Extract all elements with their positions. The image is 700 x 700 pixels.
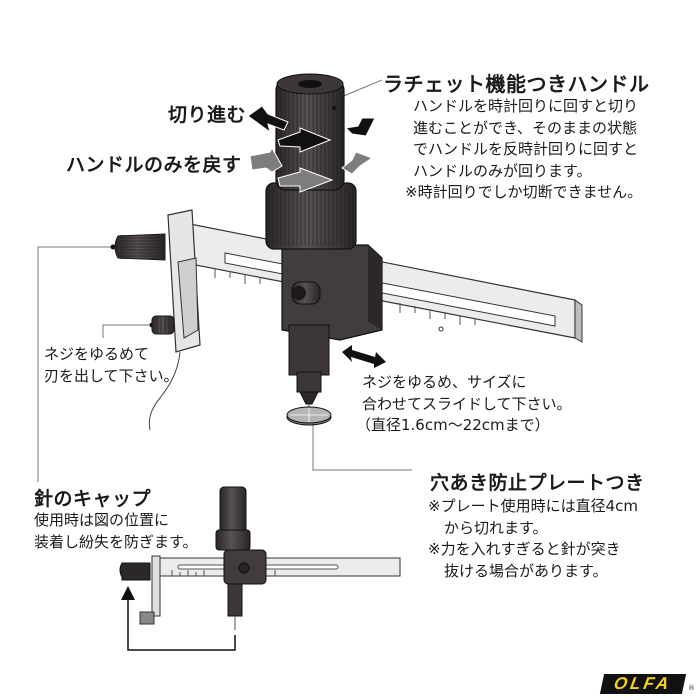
needle-shaft bbox=[288, 324, 330, 412]
plate-heading: 穴あき防止プレートつき bbox=[430, 472, 645, 494]
ratchet-handle-description: ハンドルを時計回りに回すと切り 進むことができ、そのままの状態 でハンドルを反時… bbox=[405, 96, 642, 204]
registered-mark: ® bbox=[688, 684, 695, 692]
olfa-logo: OLFA bbox=[599, 674, 687, 694]
return-handle-label: ハンドルのみを戻す bbox=[66, 154, 242, 176]
ratchet-handle-line: ハンドルのみが回ります。 bbox=[413, 161, 592, 180]
needle-cap-description: 使用時は図の位置に 装着し紛失を防ぎます。 bbox=[34, 510, 198, 553]
slide-double-arrow bbox=[342, 345, 386, 368]
blade-screw bbox=[151, 315, 175, 335]
pivot-block bbox=[281, 244, 383, 341]
slide-screw-line: ネジをゆるめ、サイズに bbox=[362, 373, 527, 391]
ratchet-handle-heading: ラチェット機能つきハンドル bbox=[383, 72, 650, 96]
olfa-logo-text: OLFA bbox=[612, 674, 674, 693]
blade-screw-instruction: ネジをゆるめて 刃を出して下さい。 bbox=[44, 344, 179, 387]
return-handle-arrows bbox=[249, 146, 374, 193]
ratchet-handle-line: ハンドルを時計回りに回すと切り bbox=[413, 97, 639, 115]
blade-screw-line: 刃を出して下さい。 bbox=[44, 366, 179, 385]
mini-illustration bbox=[119, 486, 401, 651]
plate-notes: ※プレート使用時には直径4cm から切れます。 ※力を入れすぎると針が突き 抜け… bbox=[428, 496, 638, 582]
ratchet-handle-line: でハンドルを反時計回りに回すと bbox=[413, 140, 639, 158]
slide-screw-range: （直径1.6cm〜22cmまで） bbox=[356, 416, 550, 434]
cut-forward-label: 切り進む bbox=[168, 104, 247, 126]
needle-cap-heading: 針のキャップ bbox=[34, 488, 152, 510]
ratchet-handle-line: 進むことができ、そのままの状態 bbox=[413, 118, 637, 137]
ratchet-handle-note: ※時計回りでしか切断できません。 bbox=[405, 183, 643, 201]
plate-note: ※プレート使用時には直径4cm bbox=[428, 497, 638, 515]
blade-screw-line: ネジをゆるめて bbox=[44, 345, 150, 363]
plate-note: から切れます。 bbox=[444, 518, 548, 537]
slide-screw-line: 合わせてスライドして下さい。 bbox=[362, 394, 572, 413]
cut-forward-arrows bbox=[247, 105, 376, 153]
anti-pierce-plate bbox=[286, 406, 332, 426]
needle-cap-line: 使用時は図の位置に bbox=[34, 511, 170, 529]
plate-note: ※力を入れすぎると針が突き bbox=[428, 540, 621, 558]
handle-base bbox=[265, 182, 357, 250]
blade-holder bbox=[148, 209, 201, 431]
needle-cap-line: 装着し紛失を防ぎます。 bbox=[34, 532, 198, 551]
slide-screw-instruction: ネジをゆるめ、サイズに 合わせてスライドして下さい。 （直径1.6cm〜22cm… bbox=[356, 372, 572, 437]
plate-note: 抜ける場合があります。 bbox=[444, 561, 608, 580]
left-knob bbox=[114, 233, 166, 261]
